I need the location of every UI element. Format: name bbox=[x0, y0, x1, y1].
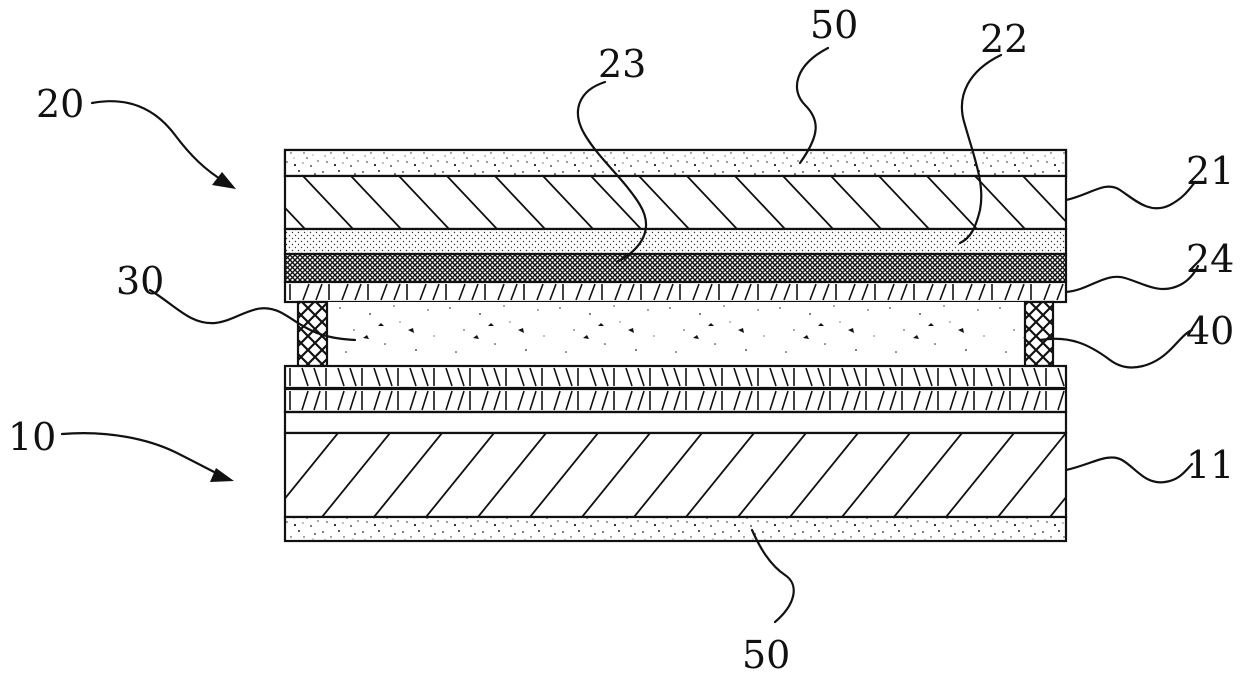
thin-layer-lower bbox=[285, 412, 1066, 433]
leader-11 bbox=[1066, 457, 1192, 482]
label-21: 21 bbox=[1186, 149, 1234, 193]
label-10: 10 bbox=[8, 415, 56, 459]
dotted-layer-22 bbox=[285, 229, 1066, 254]
substrate-layer-21 bbox=[255, 176, 1121, 229]
label-40: 40 bbox=[1186, 309, 1234, 353]
spacer-right bbox=[1025, 302, 1053, 366]
arrow-20 bbox=[92, 101, 225, 182]
label-50-bottom: 50 bbox=[742, 633, 790, 677]
label-30: 30 bbox=[116, 259, 164, 303]
leader-40 bbox=[1040, 330, 1192, 367]
arrow-10 bbox=[62, 433, 222, 476]
upper-assembly bbox=[255, 150, 1121, 302]
leader-24 bbox=[1066, 266, 1198, 292]
tick-layer-24 bbox=[285, 282, 1066, 302]
coating-layer-bottom bbox=[285, 517, 1066, 541]
substrate-layer-11 bbox=[270, 433, 1170, 517]
leader-21 bbox=[1066, 182, 1195, 208]
label-24: 24 bbox=[1186, 237, 1234, 281]
label-23: 23 bbox=[598, 42, 646, 86]
label-50-top: 50 bbox=[810, 3, 858, 47]
dense-layer-23 bbox=[285, 254, 1066, 282]
middle-layer-30 bbox=[298, 302, 1053, 366]
label-20: 20 bbox=[36, 82, 84, 126]
label-22: 22 bbox=[980, 17, 1028, 61]
label-11: 11 bbox=[1186, 443, 1234, 487]
lower-assembly bbox=[270, 366, 1170, 541]
leader-50-bottom bbox=[752, 530, 794, 622]
leader-50-top bbox=[797, 48, 828, 163]
tick-layer-lower-1 bbox=[285, 366, 1066, 388]
tick-layer-lower-2 bbox=[285, 389, 1066, 412]
